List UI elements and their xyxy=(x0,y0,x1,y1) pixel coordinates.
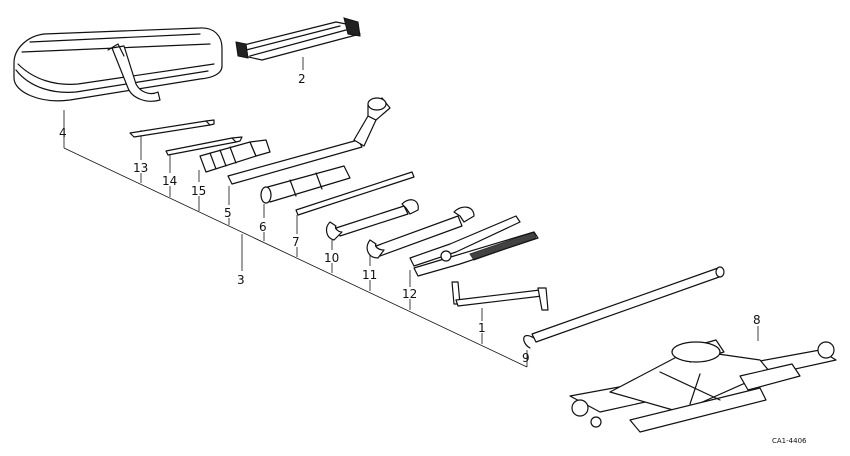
callout-4: 4 xyxy=(59,126,67,140)
tool-bag xyxy=(13,27,223,102)
callout-5: 5 xyxy=(224,206,232,220)
main-baseline xyxy=(63,147,528,368)
extension-bar-7 xyxy=(295,171,415,216)
callout-labels: 4 2 13 14 15 5 6 7 3 10 11 12 1 9 8 xyxy=(59,72,761,365)
screwdriver-handle-15 xyxy=(199,139,271,173)
callout-7: 7 xyxy=(292,235,300,249)
wheel-nut-wrench-5 xyxy=(227,97,391,185)
jack-handle-1 xyxy=(451,281,549,311)
callout-6: 6 xyxy=(259,220,267,234)
pliers-12 xyxy=(409,215,539,277)
screwdriver-blade-13 xyxy=(129,119,215,138)
callout-3: 3 xyxy=(237,273,245,287)
callout-9: 9 xyxy=(522,351,530,365)
callout-14: 14 xyxy=(162,174,177,188)
tool-strap xyxy=(235,17,361,61)
open-end-wrench-10 xyxy=(325,199,419,241)
scissor-jack-8 xyxy=(569,339,837,433)
combination-wrench-11 xyxy=(366,206,475,259)
callout-11: 11 xyxy=(362,268,377,282)
callout-2: 2 xyxy=(298,72,306,86)
callout-12: 12 xyxy=(402,287,417,301)
callout-13: 13 xyxy=(133,161,148,175)
callout-1: 1 xyxy=(478,321,486,335)
callout-8: 8 xyxy=(753,313,761,327)
callout-15: 15 xyxy=(191,184,206,198)
callout-10: 10 xyxy=(324,251,339,265)
spark-plug-wrench-6 xyxy=(260,165,351,204)
screwdriver-blade-14 xyxy=(165,136,243,156)
drawing-code: CA1-4406 xyxy=(772,437,807,445)
jack-bar-9 xyxy=(523,266,725,349)
